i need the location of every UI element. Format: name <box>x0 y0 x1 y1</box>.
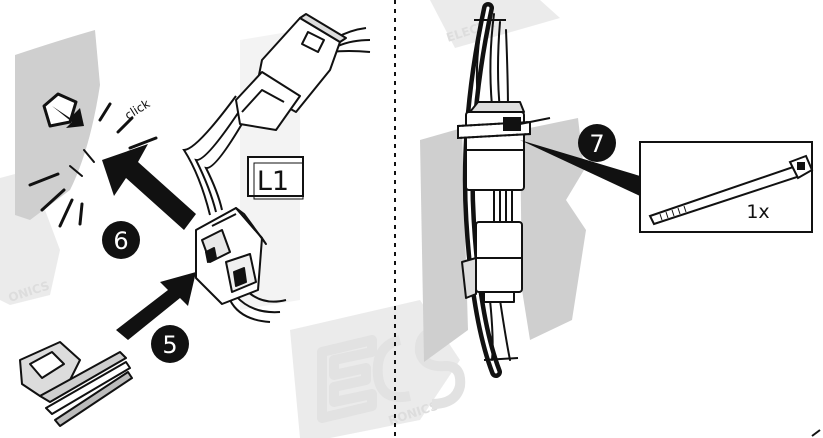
connector-label-L1: L1 <box>247 156 304 200</box>
step-6-badge: 6 <box>102 221 140 259</box>
arrow-step-6 <box>102 144 196 230</box>
corner-mark <box>811 429 821 437</box>
connector-tool-icon <box>19 341 133 427</box>
cable-end-mark-bottom <box>483 357 519 361</box>
step-7-number: 7 <box>589 130 604 158</box>
connector-label-text: L1 <box>257 166 289 197</box>
connector-housing-top <box>235 13 347 131</box>
step-5-badge: 5 <box>151 325 189 363</box>
click-burst <box>28 102 158 228</box>
quantity-label: 1x <box>746 201 769 223</box>
callout-pointer <box>520 140 640 196</box>
step-6-number: 6 <box>113 227 128 255</box>
right-background-shadow <box>420 118 586 362</box>
arrow-step-5 <box>116 272 196 340</box>
cable-tie-icon <box>648 154 814 226</box>
click-hand-icon <box>42 92 84 128</box>
harness-wires-left <box>182 27 371 323</box>
connector-housing-right-lower <box>461 221 523 303</box>
cable-tie-installed <box>457 117 551 140</box>
click-label: click <box>122 96 152 122</box>
step-7-badge: 7 <box>578 124 616 162</box>
step-5-number: 5 <box>162 331 177 359</box>
cable-tie-callout: 1x <box>639 141 814 233</box>
connector-housing-center <box>195 207 267 305</box>
connector-housing-right-upper <box>465 101 525 191</box>
